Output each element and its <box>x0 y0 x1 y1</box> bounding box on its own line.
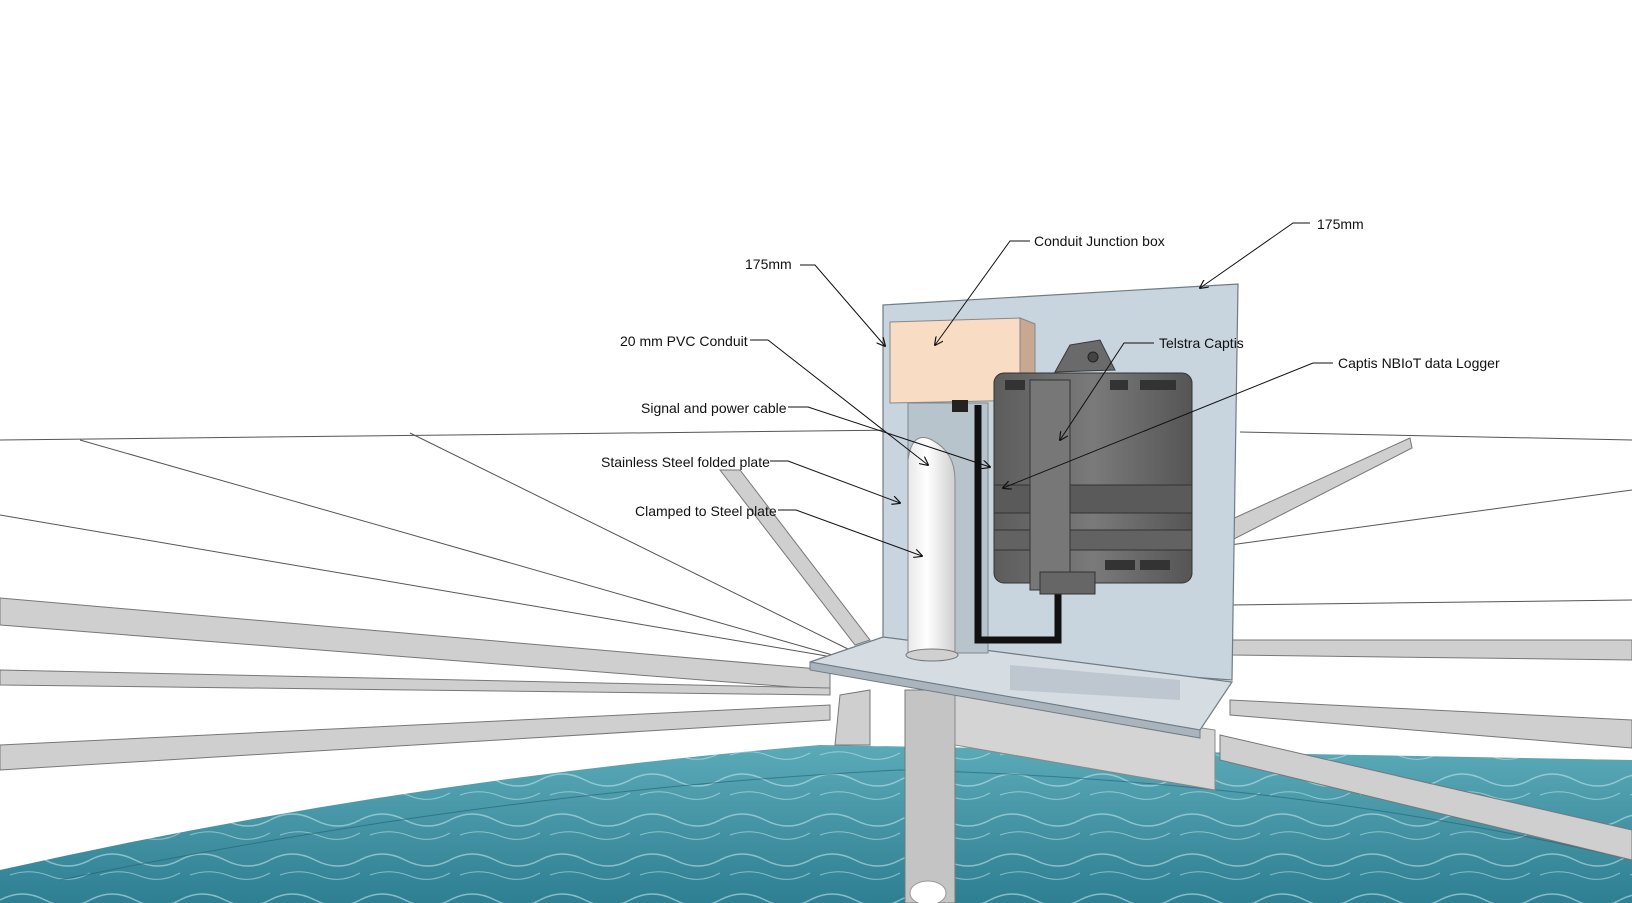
roof-rafters <box>0 429 1632 661</box>
label-telstra-captis: Telstra Captis <box>1159 335 1244 351</box>
leader-pvc-conduit <box>750 339 928 465</box>
label-nbiot-logger: Captis NBIoT data Logger <box>1338 355 1500 371</box>
leader-junction-box <box>935 240 1030 345</box>
leader-signal-cable <box>788 406 990 467</box>
pvc-conduit <box>905 437 959 662</box>
label-signal-cable: Signal and power cable <box>641 400 787 416</box>
leader-175-right <box>1200 222 1310 288</box>
leader-175-left <box>800 264 885 346</box>
leader-folded-plate <box>770 460 900 503</box>
leader-nbiot-logger <box>1003 362 1333 488</box>
leader-lines <box>750 222 1333 556</box>
captis-logger <box>993 339 1193 595</box>
label-conduit-junction-box: Conduit Junction box <box>1034 233 1165 249</box>
roof-beams <box>0 437 1632 861</box>
label-pvc-conduit: 20 mm PVC Conduit <box>620 333 748 349</box>
label-dimension-left: 175mm <box>745 256 792 272</box>
label-folded-plate: Stainless Steel folded plate <box>601 454 770 470</box>
signal-power-cable <box>952 400 1062 644</box>
base-plate <box>809 636 1234 739</box>
leader-clamped <box>778 509 922 556</box>
support-post <box>904 689 1216 903</box>
label-dimension-right: 175mm <box>1317 216 1364 232</box>
leader-telstra-captis <box>1060 342 1154 440</box>
label-clamped-to-plate: Clamped to Steel plate <box>635 503 777 519</box>
water-surface <box>0 745 1632 903</box>
